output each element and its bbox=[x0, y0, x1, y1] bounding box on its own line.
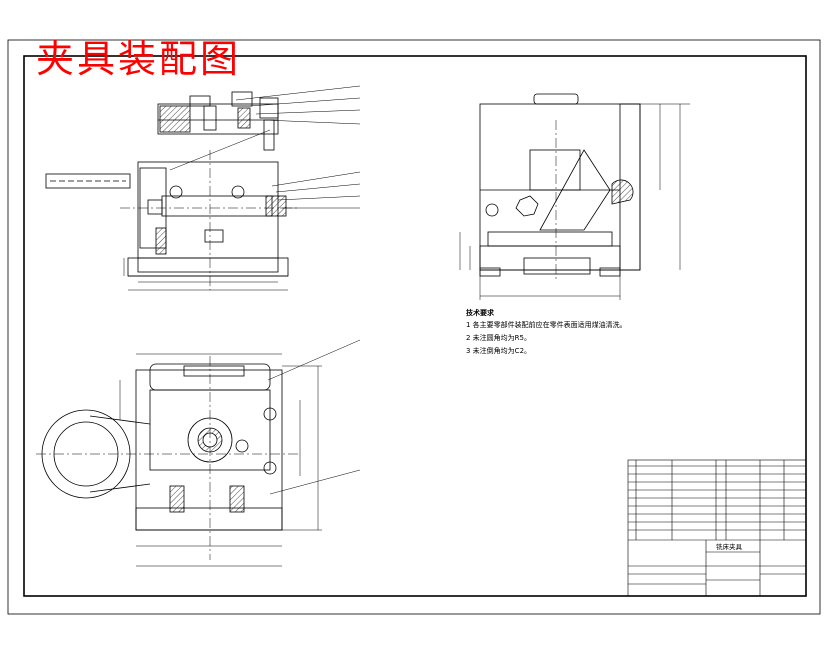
title-block-text: 铣床夹具 bbox=[716, 542, 743, 551]
top-view-leaders bbox=[267, 339, 361, 495]
tech-requirement-3: 3 未注倒角均为C2。 bbox=[466, 347, 532, 355]
side-view bbox=[459, 93, 690, 300]
tech-requirements-heading: 技术要求 bbox=[466, 309, 494, 317]
front-view-leaders bbox=[169, 85, 361, 209]
tech-requirement-2: 2 未注圆角均为R5。 bbox=[466, 334, 531, 342]
top-view bbox=[36, 353, 322, 567]
tech-requirement-1: 1 各主要零部件装配前应在零件表面适用煤油清洗。 bbox=[466, 321, 627, 329]
title-block bbox=[627, 459, 807, 597]
drawing-name: 铣床夹具 bbox=[716, 542, 743, 551]
drawing-title-overlay: 夹具装配图 bbox=[36, 37, 242, 81]
inner-frame bbox=[23, 55, 807, 597]
outer-frame bbox=[7, 39, 821, 615]
front-view bbox=[45, 91, 300, 291]
